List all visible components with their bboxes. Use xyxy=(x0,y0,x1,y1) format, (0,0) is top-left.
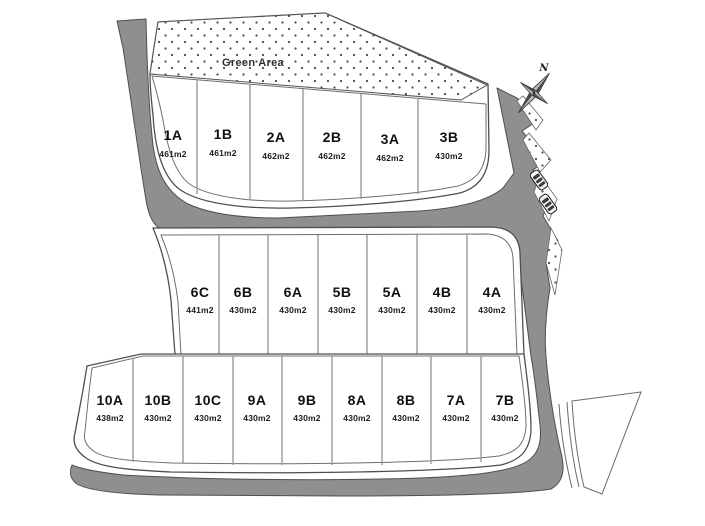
lot-area-label: 461m2 xyxy=(209,148,237,158)
lot-cell: 9A 430m2 xyxy=(243,392,271,423)
verge-stipple-4 xyxy=(545,226,563,296)
lot-id-label: 1A xyxy=(164,127,183,143)
block-bottom-lots xyxy=(83,355,527,465)
lot-id-label: 10C xyxy=(195,392,222,408)
north-label: N xyxy=(538,63,549,74)
lot-id-label: 10A xyxy=(97,392,124,408)
lot-id-label: 2A xyxy=(267,129,286,145)
car-icon xyxy=(529,169,549,191)
lot-cell: 2B 462m2 xyxy=(318,129,346,161)
lot-id-label: 9B xyxy=(298,392,317,408)
lot-cell: 6B 430m2 xyxy=(229,284,257,315)
lot-cell: 7B 430m2 xyxy=(491,392,519,423)
road-network xyxy=(69,18,564,497)
adjacent-parcel xyxy=(571,391,642,495)
lot-area-label: 438m2 xyxy=(96,413,124,423)
lot-area-label: 441m2 xyxy=(186,305,214,315)
lot-cell: 1B 461m2 xyxy=(209,126,237,158)
lot-id-label: 4B xyxy=(433,284,452,300)
lot-id-label: 6B xyxy=(234,284,253,300)
green-area-label: Green Area xyxy=(222,57,284,69)
lot-id-label: 3A xyxy=(381,131,400,147)
lot-cell: 7A 430m2 xyxy=(442,392,470,423)
lot-area-label: 462m2 xyxy=(262,151,290,161)
lot-area-label: 430m2 xyxy=(378,305,406,315)
parcel-strip-line-1 xyxy=(558,403,573,489)
lot-area-label: 430m2 xyxy=(428,305,456,315)
lot-cell: 1A 461m2 xyxy=(159,127,187,159)
lot-area-label: 430m2 xyxy=(279,305,307,315)
green-area xyxy=(149,12,489,101)
lot-area-label: 430m2 xyxy=(392,413,420,423)
lot-area-label: 430m2 xyxy=(442,413,470,423)
verge-stipple-2 xyxy=(522,132,552,173)
lot-cell: 6C 441m2 xyxy=(186,284,214,315)
lot-cell: 10B 430m2 xyxy=(144,392,172,423)
lot-id-label: 8B xyxy=(397,392,416,408)
car-icon xyxy=(538,193,558,215)
lot-cell: 5B 430m2 xyxy=(328,284,356,315)
lot-area-label: 462m2 xyxy=(376,153,404,163)
lot-cell: 3B 430m2 xyxy=(435,129,463,161)
lot-cell: 8B 430m2 xyxy=(392,392,420,423)
lot-area-label: 430m2 xyxy=(478,305,506,315)
lot-id-label: 2B xyxy=(323,129,342,145)
lot-id-label: 7A xyxy=(447,392,466,408)
lot-area-label: 430m2 xyxy=(194,413,222,423)
lot-cell: 2A 462m2 xyxy=(262,129,290,161)
lot-cell: 4A 430m2 xyxy=(478,284,506,315)
lot-area-label: 430m2 xyxy=(229,305,257,315)
lot-area-label: 430m2 xyxy=(293,413,321,423)
lot-area-label: 430m2 xyxy=(328,305,356,315)
lot-id-label: 5B xyxy=(333,284,352,300)
lot-cell: 6A 430m2 xyxy=(279,284,307,315)
lot-cell: 3A 462m2 xyxy=(376,131,404,163)
lot-id-label: 1B xyxy=(214,126,233,142)
lot-id-label: 5A xyxy=(383,284,402,300)
lot-id-label: 6C xyxy=(191,284,210,300)
lot-area-label: 462m2 xyxy=(318,151,346,161)
lot-cell: 4B 430m2 xyxy=(428,284,456,315)
block-top-lots xyxy=(151,75,487,202)
lot-cell: 9B 430m2 xyxy=(293,392,321,423)
lot-id-label: 9A xyxy=(248,392,267,408)
block-top-row: 1A 461m2 1B 461m2 2A 462m2 2B 462m2 3A 4… xyxy=(149,12,490,209)
lot-area-label: 430m2 xyxy=(435,151,463,161)
lot-id-label: 3B xyxy=(440,129,459,145)
compass-rose: N xyxy=(518,63,550,114)
lot-id-label: 6A xyxy=(284,284,303,300)
block-bottom-row: 10A 438m2 10B 430m2 10C 430m2 9A 430m2 9… xyxy=(73,353,532,474)
lot-cell: 8A 430m2 xyxy=(343,392,371,423)
lot-area-label: 430m2 xyxy=(144,413,172,423)
lot-cell: 5A 430m2 xyxy=(378,284,406,315)
lot-id-label: 8A xyxy=(348,392,367,408)
lot-id-label: 4A xyxy=(483,284,502,300)
lot-area-label: 430m2 xyxy=(491,413,519,423)
lot-cell: 10A 438m2 xyxy=(96,392,124,423)
block-middle-row: 6C 441m2 6B 430m2 6A 430m2 5B 430m2 5A 4… xyxy=(152,226,525,356)
lot-area-label: 430m2 xyxy=(243,413,271,423)
lot-id-label: 10B xyxy=(145,392,172,408)
lot-area-label: 461m2 xyxy=(159,149,187,159)
lot-cell: 10C 430m2 xyxy=(194,392,222,423)
parcel-strip-line-2 xyxy=(566,401,580,488)
lot-id-label: 7B xyxy=(496,392,515,408)
lot-area-label: 430m2 xyxy=(343,413,371,423)
